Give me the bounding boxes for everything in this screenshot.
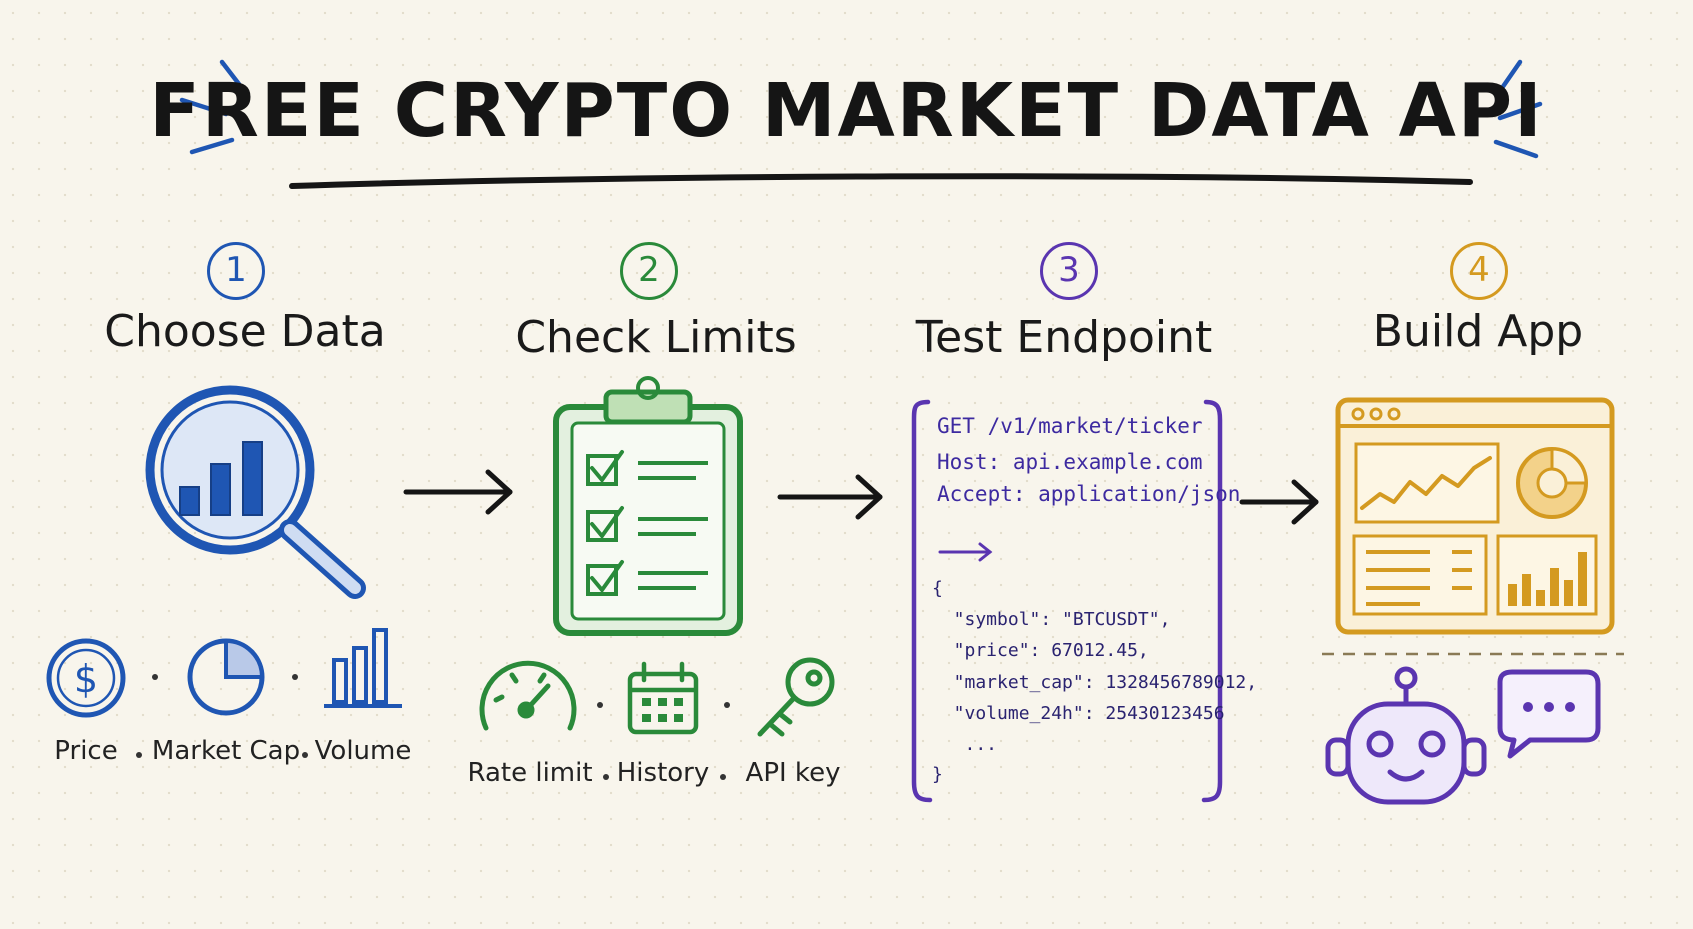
arrow-right-small-icon — [938, 542, 993, 562]
robot-icon — [1325, 666, 1487, 805]
dashboard-window-icon — [1335, 397, 1615, 635]
bar-chart-icon — [324, 628, 402, 708]
dollar-coin-icon: $ — [46, 638, 126, 718]
request-header-host: Host: api.example.com — [937, 450, 1203, 474]
response-line: "volume_24h": 25430123456 — [932, 703, 1225, 724]
separator-dot — [597, 702, 603, 708]
separator-dot — [302, 752, 308, 758]
clipboard-checklist-icon — [553, 376, 743, 636]
separator-dot — [152, 674, 158, 680]
step-2-title: Check Limits — [515, 312, 797, 363]
response-line: "symbol": "BTCUSDT", — [932, 609, 1171, 630]
arrow-right-icon — [777, 474, 883, 520]
key-icon — [757, 657, 835, 737]
separator-dot — [720, 774, 726, 780]
response-line: "market_cap": 1328456789012, — [932, 672, 1258, 693]
step-4-title: Build App — [1372, 306, 1584, 357]
label-volume: Volume — [314, 736, 412, 766]
response-line: ... — [932, 734, 998, 755]
title-underline — [289, 173, 1473, 189]
step-3-title: Test Endpoint — [915, 312, 1213, 363]
page-title: FREE CRYPTO MARKET DATA API — [149, 68, 1544, 154]
separator-dot — [136, 752, 142, 758]
label-rate-limit: Rate limit — [467, 758, 593, 788]
request-line: GET /v1/market/ticker — [937, 414, 1203, 438]
step-2-number-badge: 2 — [620, 242, 678, 300]
magnifier-bar-chart-icon — [145, 385, 366, 599]
chat-bubble-icon — [1497, 669, 1601, 759]
step-4-number-badge: 4 — [1450, 242, 1508, 300]
label-market-cap: Market Cap — [151, 736, 301, 766]
arrow-right-icon — [403, 469, 513, 515]
request-header-accept: Accept: application/json — [937, 482, 1241, 506]
response-line: } — [932, 764, 943, 785]
sparkle-right-icon — [1493, 59, 1543, 159]
label-history: History — [616, 758, 710, 788]
separator-dot — [603, 774, 609, 780]
pie-chart-icon — [187, 638, 265, 716]
step-3-number-badge: 3 — [1040, 242, 1098, 300]
separator-dot — [724, 702, 730, 708]
response-line: "price": 67012.45, — [932, 640, 1149, 661]
step-1-number-badge: 1 — [207, 242, 265, 300]
step-1-title: Choose Data — [104, 306, 386, 357]
label-price: Price — [54, 736, 118, 766]
response-line: { — [932, 578, 943, 599]
sparkle-left-icon — [179, 59, 245, 155]
label-api-key: API key — [745, 758, 841, 788]
speedometer-icon — [479, 660, 577, 731]
separator-dot — [292, 674, 298, 680]
arrow-right-icon — [1239, 479, 1319, 525]
code-panel-brackets — [911, 399, 1223, 803]
svg-text:$: $ — [74, 657, 98, 701]
calendar-icon — [627, 661, 699, 735]
